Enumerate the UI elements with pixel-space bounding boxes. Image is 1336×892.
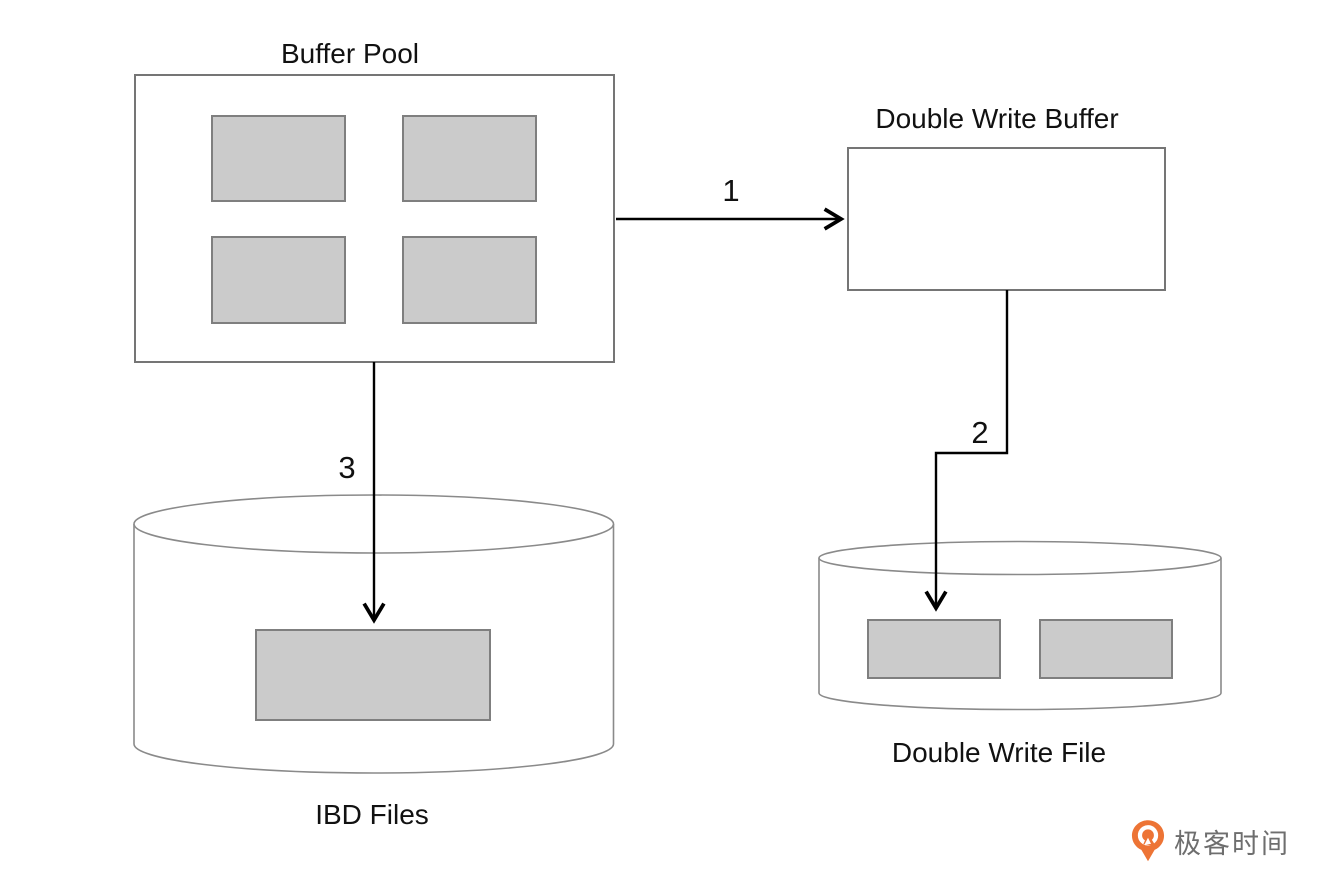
arrow-3-label: 3 xyxy=(338,450,356,485)
double-write-file-cylinder-top xyxy=(818,540,1222,576)
geektime-logo-text: 极客时间 xyxy=(1174,828,1290,859)
ibd-files-page-1 xyxy=(255,629,491,721)
geektime-logo: 极客时间 xyxy=(1131,819,1290,863)
buffer-pool-page-3 xyxy=(211,236,346,324)
arrow-2-line xyxy=(924,290,1009,612)
double-write-file-page-2 xyxy=(1039,619,1173,679)
ibd-files-label: IBD Files xyxy=(315,799,429,830)
buffer-pool-page-1 xyxy=(211,115,346,202)
buffer-pool-label: Buffer Pool xyxy=(280,38,420,69)
buffer-pool-page-4 xyxy=(402,236,537,324)
double-write-file-page-1 xyxy=(867,619,1001,679)
double-write-buffer-label: Double Write Buffer xyxy=(875,103,1119,134)
buffer-pool-page-2 xyxy=(402,115,537,202)
double-write-file-label: Double Write File xyxy=(891,737,1107,768)
arrow-1-label: 1 xyxy=(722,173,740,208)
buffer-pool-box xyxy=(134,74,615,363)
arrow-2-label: 2 xyxy=(971,415,989,450)
double-write-buffer-box xyxy=(847,147,1166,291)
geektime-logo-icon xyxy=(1131,820,1165,862)
